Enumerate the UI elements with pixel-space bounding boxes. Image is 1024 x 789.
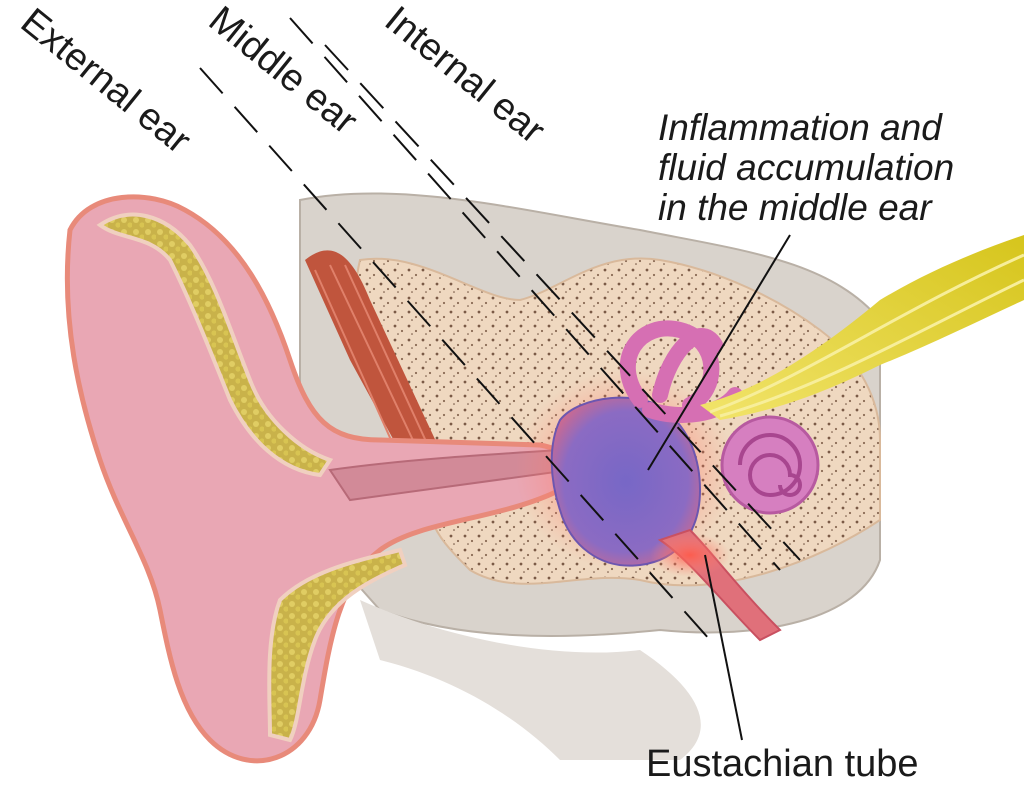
inflammation-label-line-1: Inflammation and [658,107,942,148]
eustachian-glow [650,533,730,577]
muscle [305,250,440,470]
external-middle-divider [199,67,711,641]
eustachian-leader-line [704,554,743,741]
vestibulocochlear-nerve [700,235,1024,420]
inflammation-label-line-3: in the middle ear [658,187,932,228]
inflammation-label: Inflammation and fluid accumulation in t… [658,108,954,228]
inflammation-leader-line [647,234,791,471]
middle-internal-divider [289,17,781,571]
internal-divider [324,44,801,561]
lower-skull [360,600,701,760]
eustachian-tube-label: Eustachian tube [646,743,919,785]
lobule-cartilage [267,547,408,743]
auricle-cartilage [96,212,334,478]
inflammation-label-line-2: fluid accumulation [658,147,955,188]
cochlea [720,415,820,515]
division-lines [199,17,801,641]
